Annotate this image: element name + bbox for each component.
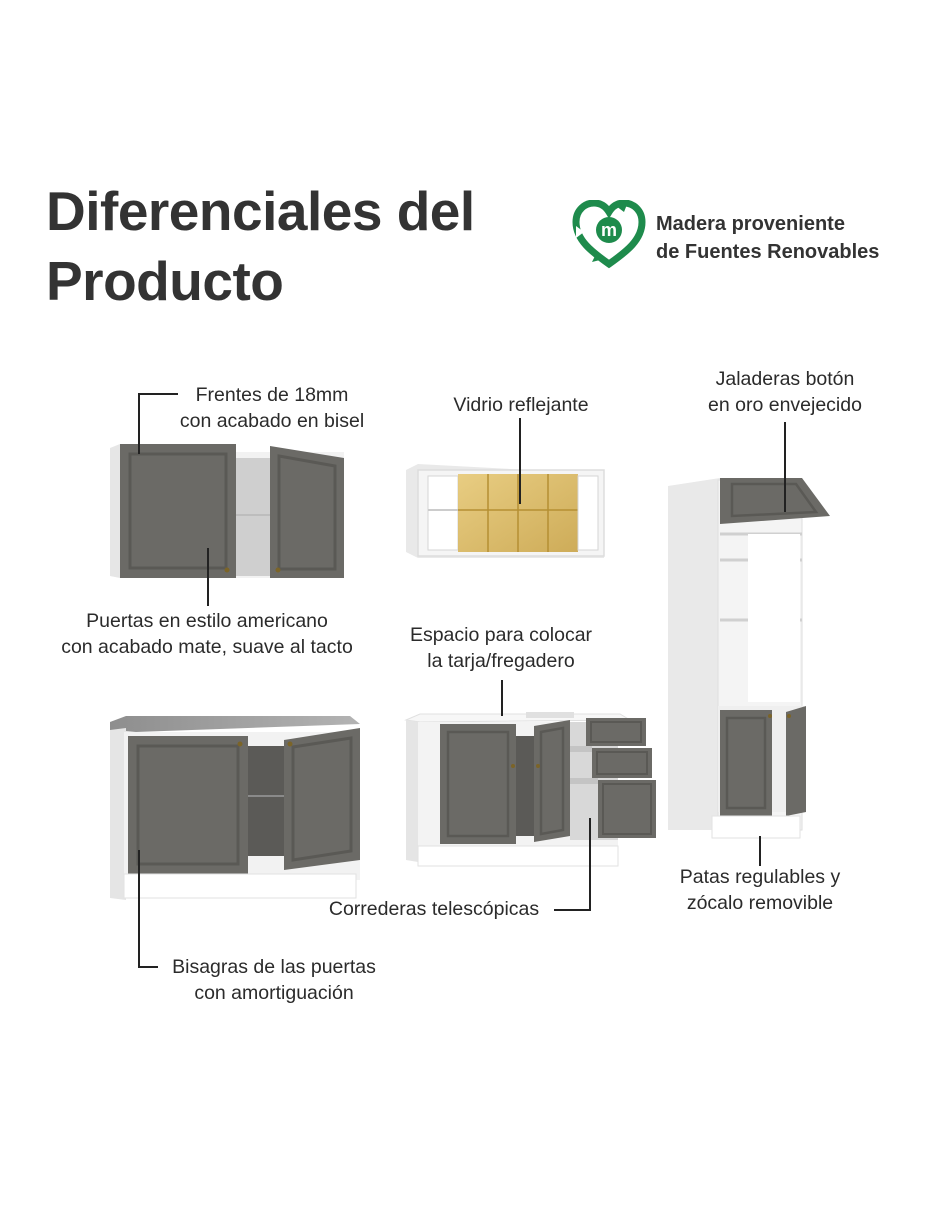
label-espacio-line-1: Espacio para colocar (409, 624, 593, 646)
label-patas: Patas regulables y zócalo removible (664, 864, 856, 916)
sink-cabinet (404, 712, 656, 867)
page-title-line-1: Diferenciales del (46, 180, 475, 242)
label-jaladeras-line-1: Jaladeras botón (715, 368, 855, 390)
label-frentes: Frentes de 18mm con acabado en bisel (170, 382, 374, 434)
upper-cabinet (110, 444, 344, 578)
label-frentes-line-1: Frentes de 18mm (195, 384, 349, 406)
label-patas-line-2: zócalo removible (686, 892, 834, 914)
glass-wall-cabinet (406, 464, 605, 558)
badge-line-2: de Fuentes Renovables (656, 241, 880, 263)
label-bisagras-line-2: con amortiguación (194, 982, 354, 1004)
label-puertas-line-1: Puertas en estilo americano (86, 610, 328, 632)
tall-oven-cabinet (668, 478, 830, 839)
page-title-line-2: Producto (46, 250, 284, 312)
label-correderas: Correderas telescópicas (316, 896, 552, 922)
label-puertas: Puertas en estilo americano con acabado … (46, 608, 368, 660)
label-vidrio: Vidrio reflejante (436, 392, 606, 418)
label-espacio-line-2: la tarja/fregadero (427, 650, 575, 672)
label-bisagras-line-1: Bisagras de las puertas (172, 956, 376, 978)
label-espacio: Espacio para colocar la tarja/fregadero (396, 622, 606, 674)
leader-frentes (138, 393, 178, 454)
label-jaladeras-line-2: en oro envejecido (708, 394, 862, 416)
leader-bisagras (138, 850, 158, 968)
label-patas-line-1: Patas regulables y (679, 866, 841, 888)
recycle-heart-icon: m (572, 200, 646, 269)
base-cabinet (110, 716, 360, 900)
badge-text: Madera proveniente de Fuentes Renovables (656, 210, 879, 266)
label-frentes-line-2: con acabado en bisel (179, 410, 365, 432)
page-title: Diferenciales del Producto (46, 176, 475, 316)
label-vidrio-line-1: Vidrio reflejante (453, 394, 589, 416)
label-puertas-line-2: con acabado mate, suave al tacto (61, 636, 353, 658)
leader-lines (138, 393, 786, 968)
label-jaladeras: Jaladeras botón en oro envejecido (690, 366, 880, 418)
label-bisagras: Bisagras de las puertas con amortiguació… (160, 954, 388, 1006)
label-correderas-line-1: Correderas telescópicas (328, 898, 540, 920)
leader-correderas (554, 818, 591, 911)
badge-icon-letter: m (601, 220, 617, 240)
renewable-wood-badge: m Madera proveniente de Fuentes Renovabl… (572, 200, 912, 270)
badge-line-1: Madera proveniente (656, 213, 845, 235)
